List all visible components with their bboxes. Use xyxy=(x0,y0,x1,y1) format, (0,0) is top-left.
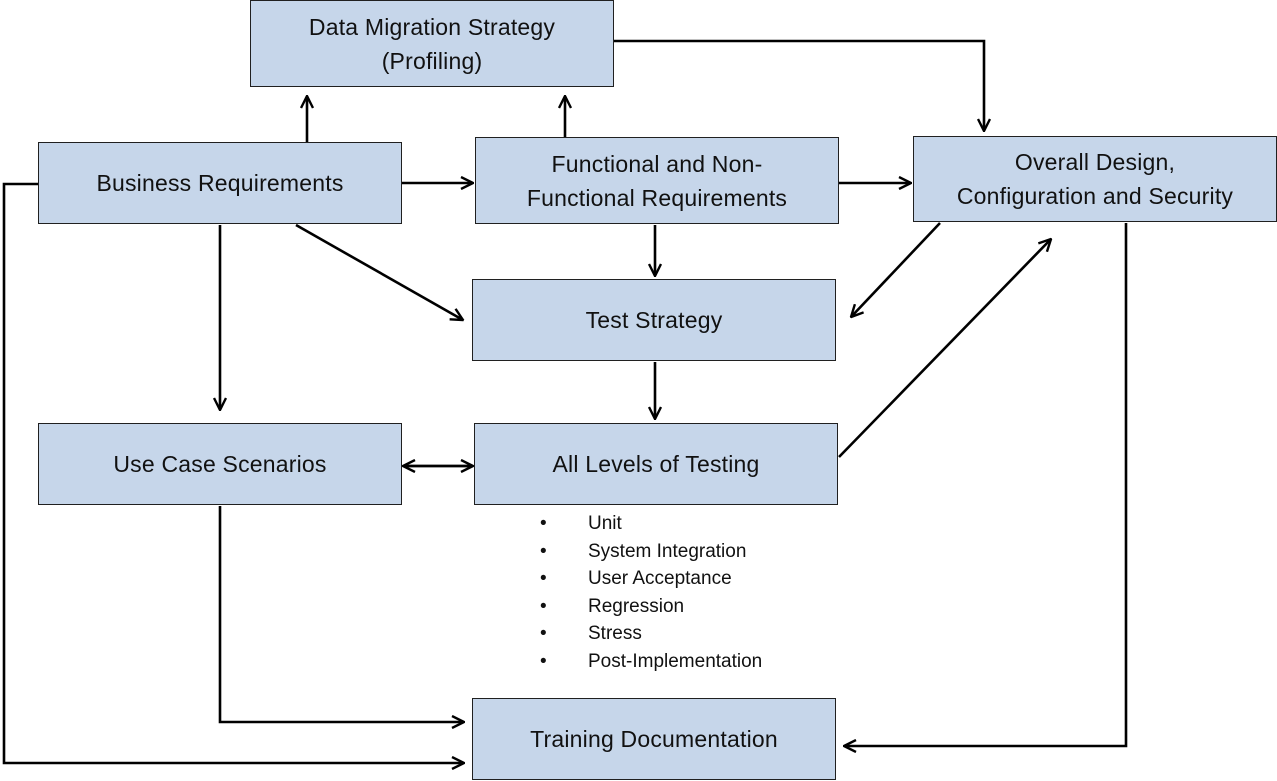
all-levels-testing-box: All Levels of Testing xyxy=(474,423,838,505)
business-requirements-box: Business Requirements xyxy=(38,142,402,224)
testing-level-item: Post-Implementation xyxy=(538,648,762,676)
test-strategy-box: Test Strategy xyxy=(472,279,836,361)
data-migration-strategy-box: Data Migration Strategy (Profiling) xyxy=(250,0,614,87)
testing-level-item: System Integration xyxy=(538,538,762,566)
arrow-design-to-training xyxy=(844,223,1128,746)
testing-levels-list: Unit System Integration User Acceptance … xyxy=(538,510,762,676)
testing-level-item: User Acceptance xyxy=(538,565,762,593)
functional-requirements-line1: Functional and Non- xyxy=(551,150,763,177)
functional-requirements-box: Functional and Non- Functional Requireme… xyxy=(475,137,839,224)
arrow-business-to-training xyxy=(2,182,464,763)
overall-design-line2: Configuration and Security xyxy=(956,183,1234,209)
overall-design-box: Overall Design, Configuration and Securi… xyxy=(913,136,1277,222)
arrow-design-to-test-strategy xyxy=(851,222,941,317)
use-case-scenarios-box: Use Case Scenarios xyxy=(38,423,402,505)
training-documentation-label: Training Documentation xyxy=(530,726,778,752)
arrow-data-migration-to-design xyxy=(614,39,984,131)
training-documentation-box: Training Documentation xyxy=(472,698,836,780)
data-migration-strategy-line2: (Profiling) xyxy=(381,47,483,74)
arrow-business-to-test-strategy xyxy=(295,223,463,320)
arrow-testing-to-design xyxy=(838,239,1051,458)
functional-requirements-line2: Functional Requirements xyxy=(526,184,788,211)
testing-level-item: Regression xyxy=(538,593,762,621)
use-case-scenarios-label: Use Case Scenarios xyxy=(113,451,327,477)
testing-level-item: Unit xyxy=(538,510,762,538)
data-migration-strategy-line1: Data Migration Strategy xyxy=(308,13,556,40)
test-strategy-label: Test Strategy xyxy=(585,307,723,333)
overall-design-line1: Overall Design, xyxy=(1014,149,1176,175)
all-levels-testing-label: All Levels of Testing xyxy=(552,451,760,477)
testing-level-item: Stress xyxy=(538,620,762,648)
business-requirements-label: Business Requirements xyxy=(96,170,344,196)
arrow-use-case-to-training xyxy=(218,506,464,722)
